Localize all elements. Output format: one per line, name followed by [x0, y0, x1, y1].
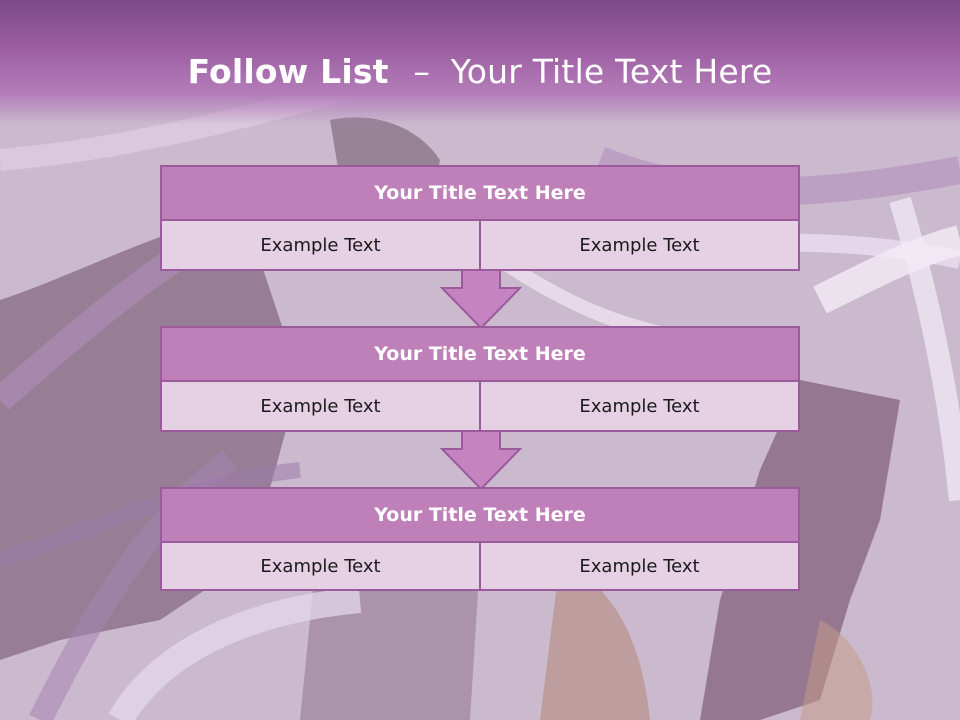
title-dash: – — [413, 52, 431, 91]
down-arrow-icon — [440, 431, 522, 491]
block-row: Example Text Example Text — [160, 221, 800, 271]
follow-block-2: Your Title Text Here Example Text Exampl… — [160, 326, 800, 432]
block-cell-right: Example Text — [481, 382, 800, 432]
title-bold: Follow List — [187, 52, 389, 91]
block-cell-left: Example Text — [160, 382, 481, 432]
block-title: Your Title Text Here — [160, 487, 800, 543]
down-arrow-icon — [440, 270, 522, 330]
follow-block-3: Your Title Text Here Example Text Exampl… — [160, 487, 800, 591]
block-title: Your Title Text Here — [160, 326, 800, 382]
block-cell-left: Example Text — [160, 221, 481, 271]
follow-block-1: Your Title Text Here Example Text Exampl… — [160, 165, 800, 271]
block-cell-right: Example Text — [481, 543, 800, 591]
header-band — [0, 0, 960, 125]
block-cell-left: Example Text — [160, 543, 481, 591]
block-row: Example Text Example Text — [160, 382, 800, 432]
block-cell-right: Example Text — [481, 221, 800, 271]
block-row: Example Text Example Text — [160, 543, 800, 591]
block-title: Your Title Text Here — [160, 165, 800, 221]
title-rest: Your Title Text Here — [450, 52, 773, 91]
page-title: Follow List – Your Title Text Here — [0, 52, 960, 91]
